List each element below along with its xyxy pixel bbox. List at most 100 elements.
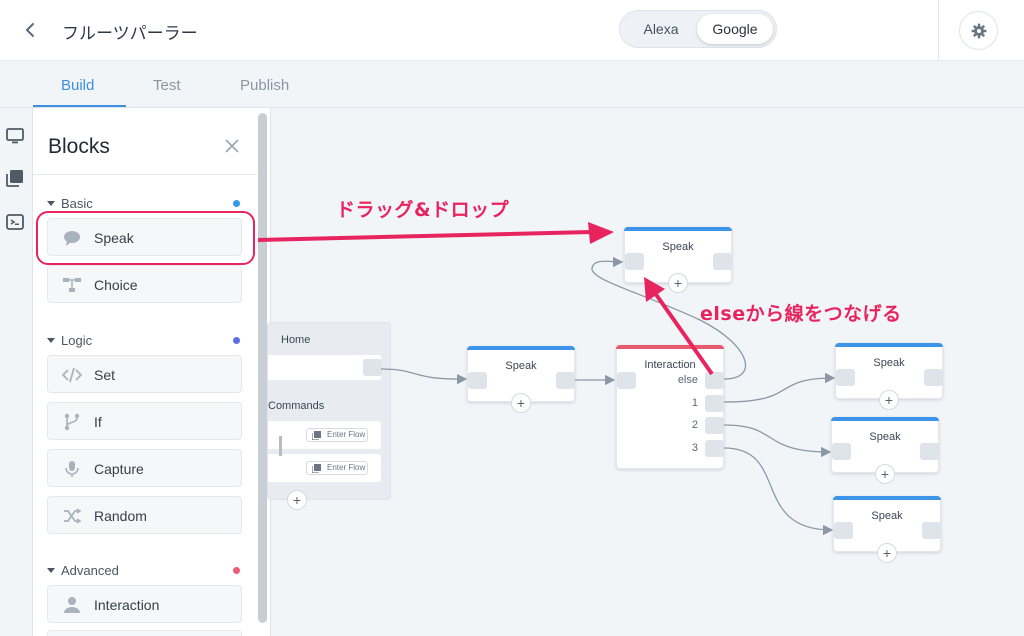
block-label: If: [94, 414, 102, 430]
enter-flow-label: Enter Flow: [327, 463, 366, 472]
node-title: Speak: [869, 431, 901, 443]
node-cap: [831, 417, 939, 421]
port-label-1: 1: [691, 397, 698, 409]
monitor-icon[interactable]: [5, 126, 25, 146]
input-port[interactable]: [617, 372, 636, 389]
port-label-3: 3: [691, 442, 698, 454]
drag-handle[interactable]: [279, 436, 282, 456]
enter-flow-label: Enter Flow: [327, 430, 366, 439]
add-command-button[interactable]: +: [287, 490, 307, 510]
input-port[interactable]: [836, 369, 855, 386]
block-speak[interactable]: Speak: [47, 218, 242, 256]
output-port[interactable]: [713, 253, 732, 270]
caret-down-icon: [47, 568, 55, 573]
platform-toggle: Alexa Google: [619, 10, 777, 48]
drag-drop-annotation: ドラッグ&ドロップ: [336, 199, 510, 221]
tab-publish[interactable]: Publish: [240, 77, 290, 94]
command-row[interactable]: Enter Flow: [268, 421, 381, 449]
choice-icon: [63, 278, 81, 292]
block-capture[interactable]: Capture: [47, 449, 242, 487]
speak-node-3[interactable]: Speak +: [833, 496, 941, 563]
section-advanced-header[interactable]: Advanced: [47, 563, 119, 578]
add-step-button[interactable]: +: [879, 390, 899, 410]
speak-node-dropped[interactable]: Speak +: [624, 227, 732, 293]
flow-icon: [312, 431, 321, 440]
tab-test[interactable]: Test: [153, 77, 181, 94]
platform-google-button[interactable]: Google: [697, 14, 773, 44]
input-port[interactable]: [834, 522, 853, 539]
shuffle-icon: [64, 508, 82, 524]
add-step-button[interactable]: +: [668, 273, 688, 293]
microphone-icon: [65, 461, 79, 477]
settings-button[interactable]: [959, 11, 998, 50]
panel-scrollbar[interactable]: [258, 113, 267, 623]
block-label: Speak: [94, 230, 134, 246]
tab-bar: Build Test Publish: [0, 61, 1024, 108]
interaction-node[interactable]: Interaction else 1 2 3: [616, 345, 724, 469]
section-basic-header[interactable]: Basic: [47, 196, 93, 211]
platform-alexa-button[interactable]: Alexa: [643, 21, 679, 37]
section-label: Logic: [61, 333, 93, 348]
input-port[interactable]: [468, 372, 487, 389]
enter-flow-button[interactable]: Enter Flow: [306, 428, 368, 442]
add-step-button[interactable]: +: [877, 543, 897, 563]
section-logic-header[interactable]: Logic: [47, 333, 92, 348]
block-label: Interaction: [94, 597, 160, 613]
block-random[interactable]: Random: [47, 496, 242, 534]
close-panel-button[interactable]: [223, 137, 241, 155]
output-port[interactable]: [556, 372, 575, 389]
caret-down-icon: [47, 338, 55, 343]
command-row[interactable]: Enter Flow: [268, 454, 381, 482]
block-choice[interactable]: Choice: [47, 265, 242, 303]
commands-label: Commands: [268, 400, 325, 412]
home-block-group[interactable]: Home Commands Enter Flow Enter Flow +: [267, 322, 391, 510]
add-step-button[interactable]: +: [875, 464, 895, 484]
enter-flow-button[interactable]: Enter Flow: [306, 461, 368, 475]
app-title: フルーツパーラー: [62, 24, 198, 44]
terminal-icon[interactable]: [5, 212, 25, 232]
node-title: Interaction: [644, 359, 696, 371]
node-title: Speak: [871, 510, 903, 522]
output-port[interactable]: [920, 443, 939, 460]
gear-icon: [971, 23, 986, 38]
input-port[interactable]: [625, 253, 644, 270]
output-port-2[interactable]: [705, 417, 724, 434]
block-interaction[interactable]: Interaction: [47, 585, 242, 623]
speak-node[interactable]: Speak +: [467, 346, 575, 413]
block-if[interactable]: If: [47, 402, 242, 440]
output-port-else[interactable]: [705, 372, 724, 389]
input-port[interactable]: [832, 443, 851, 460]
section-logic-dot: [233, 337, 240, 344]
output-port-1[interactable]: [705, 395, 724, 412]
node-cap: [835, 343, 943, 347]
top-bar: フルーツパーラー Alexa Google: [0, 0, 1024, 61]
speak-node-1[interactable]: Speak +: [835, 343, 943, 410]
node-cap: [467, 346, 575, 350]
add-step-button[interactable]: +: [511, 393, 531, 413]
speak-node-2[interactable]: Speak +: [831, 417, 939, 484]
output-port[interactable]: [922, 522, 941, 539]
topbar-divider: [938, 0, 939, 61]
output-port-3[interactable]: [705, 440, 724, 457]
tab-build[interactable]: Build: [61, 77, 95, 94]
output-port[interactable]: [924, 369, 943, 386]
home-output-port[interactable]: [363, 359, 382, 376]
node-title: Speak: [662, 241, 694, 253]
back-button[interactable]: [18, 18, 42, 42]
blocks-panel: Blocks Basic Speak Choice Logic Set If C…: [33, 108, 271, 636]
block-label: Set: [94, 367, 116, 383]
caret-down-icon: [47, 201, 55, 206]
section-advanced-dot: [233, 567, 240, 574]
blocks-library-icon[interactable]: [5, 168, 25, 188]
block-set[interactable]: Set: [47, 355, 242, 393]
block-label: Capture: [94, 461, 144, 477]
node-cap: [833, 496, 941, 500]
node-cap: [624, 227, 732, 231]
chevron-left-icon: [26, 23, 34, 37]
block-partial[interactable]: [47, 630, 242, 636]
node-cap: [616, 345, 724, 349]
left-rail: [0, 108, 33, 636]
node-title: Speak: [873, 357, 905, 369]
active-tab-indicator: [33, 105, 126, 107]
port-label-else: else: [677, 374, 698, 386]
